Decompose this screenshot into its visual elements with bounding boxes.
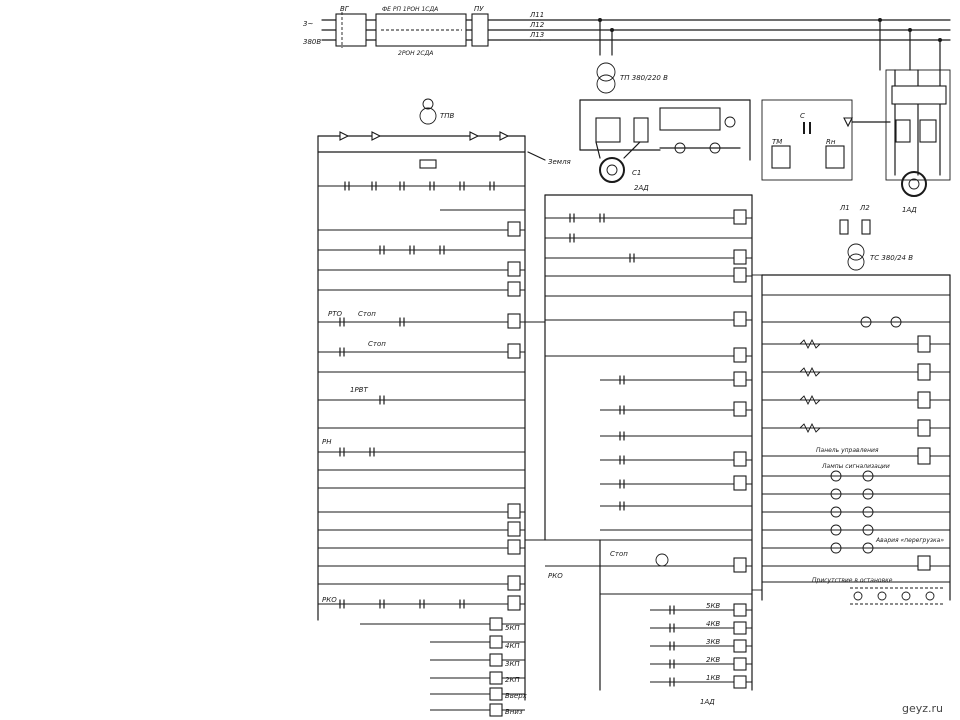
svg-text:ФЕ РП 1РОН 1СДА: ФЕ РП 1РОН 1СДА — [382, 6, 438, 13]
contacts-middle — [569, 213, 675, 687]
pu-breaker — [471, 13, 489, 47]
lamp-icon — [901, 591, 911, 601]
kp5-label: 5КП — [505, 624, 520, 632]
kv2-label: 2КВ — [706, 656, 720, 664]
stop-label: Стоп — [358, 310, 376, 318]
kv3-label: 3КВ — [706, 638, 720, 646]
motor-1ad-section: 1АД — [885, 69, 951, 214]
lamp-icon — [830, 524, 842, 536]
capacitor-block: С ТМ Rн — [761, 99, 891, 181]
kp4-label: 4КП — [505, 642, 520, 650]
ad-label: 1АД — [700, 698, 715, 706]
rn-label: Rн — [826, 138, 836, 146]
lamp-icon — [925, 591, 935, 601]
lamp-icon — [862, 542, 874, 554]
ts-l2-label: Л2 — [859, 204, 870, 212]
l13-label: Л13 — [529, 31, 544, 39]
lamp-icon — [862, 470, 874, 482]
main-breaker-label: ВГ — [340, 5, 350, 13]
middle-control-panel: Стоп РКО 5КВ 4КВ 3КВ 2КВ 1КВ 1АД — [544, 194, 753, 706]
watermark-text: geyz.ru — [902, 702, 943, 715]
svg-text:2РОН 2СДА: 2РОН 2СДА — [398, 50, 433, 57]
rko-label: РКО — [322, 596, 337, 604]
rvt-label: 1РВТ — [350, 386, 368, 394]
transformer-ts — [847, 243, 865, 261]
power-input: 3~ 380В ВГ ФЕ РП 1РОН 1СДА 2РОН 2СДА ПУ … — [303, 5, 951, 71]
motor-1ad-label: 1АД — [902, 206, 917, 214]
prisut-label: Присутствие в остановке — [812, 577, 893, 584]
stop-mid-label: Стоп — [610, 550, 628, 558]
motor-2ad-label: 2АД — [634, 184, 649, 192]
lamp-icon — [830, 488, 842, 500]
lamp-icon — [877, 591, 887, 601]
lamp-icon — [890, 316, 902, 328]
avaria-label: Авария «перегрузка» — [875, 537, 944, 544]
left-control-panel: ТПВ Земля — [317, 98, 571, 717]
l12-label: Л12 — [529, 21, 545, 29]
kv4-label: 4КВ — [706, 620, 720, 628]
kp3-label: 3КП — [505, 660, 520, 668]
relay-coils-middle — [733, 209, 747, 689]
kv5-label: 5КВ — [706, 602, 720, 610]
resistors-right — [799, 338, 821, 434]
tm-label: ТМ — [772, 138, 782, 146]
lamp-icon — [830, 542, 842, 554]
lamp-icon — [853, 591, 863, 601]
capacitor-label: С — [800, 112, 805, 120]
relay-coils-right — [917, 335, 931, 571]
lamp-icon — [830, 470, 842, 482]
c1-label: С1 — [632, 169, 641, 177]
panel-label: Панель управления — [816, 447, 879, 454]
supply-phase-label: 3~ — [303, 20, 313, 28]
contacts-left — [339, 181, 495, 609]
vniz-label: Вниз — [505, 708, 523, 716]
pu-label: ПУ — [474, 5, 484, 13]
rn-relay-label: РН — [322, 438, 332, 446]
lamp-icon — [862, 506, 874, 518]
ts-label: ТС 380/24 В — [870, 254, 913, 262]
vverh-label: Вверх — [505, 692, 528, 700]
ts-l1-label: Л1 — [839, 204, 850, 212]
kv1-label: 1КВ — [706, 674, 720, 682]
lamp-icon — [862, 488, 874, 500]
rto-label: РТО — [328, 310, 342, 318]
motor-2ad — [599, 157, 625, 183]
lamp-icon — [860, 316, 872, 328]
tpv-label: ТПВ — [440, 112, 455, 120]
ladder-rungs-middle — [545, 217, 752, 683]
rko-mid-label: РКО — [548, 572, 563, 580]
main-breaker — [335, 13, 367, 47]
supply-voltage-label: 380В — [303, 38, 321, 46]
earth-label: Земля — [548, 158, 571, 166]
lamp-icon — [862, 524, 874, 536]
motor-1ad — [901, 171, 927, 197]
right-signal-panel: Панель управления Лампы сигнализации Ава… — [761, 274, 951, 605]
lamp-icon — [830, 506, 842, 518]
relay-coils-left — [489, 221, 521, 717]
interconnects — [525, 274, 762, 591]
ladder-rungs-left — [318, 185, 525, 711]
transformer-tpv — [419, 107, 437, 125]
l11-label: Л11 — [529, 11, 544, 19]
lamp-note-label: Лампы сигнализации — [821, 463, 890, 470]
stop-label-2: Стоп — [368, 340, 386, 348]
signal-lamps — [830, 316, 935, 601]
transformer-tp-section: ТП 380/220 В С1 2АД — [579, 62, 751, 192]
transformer-ts-section: Л1 Л2 ТС 380/24 В — [761, 204, 951, 276]
transformer-tp — [596, 62, 616, 82]
tp-label: ТП 380/220 В — [620, 74, 668, 82]
kp2-label: 2КП — [505, 676, 520, 684]
